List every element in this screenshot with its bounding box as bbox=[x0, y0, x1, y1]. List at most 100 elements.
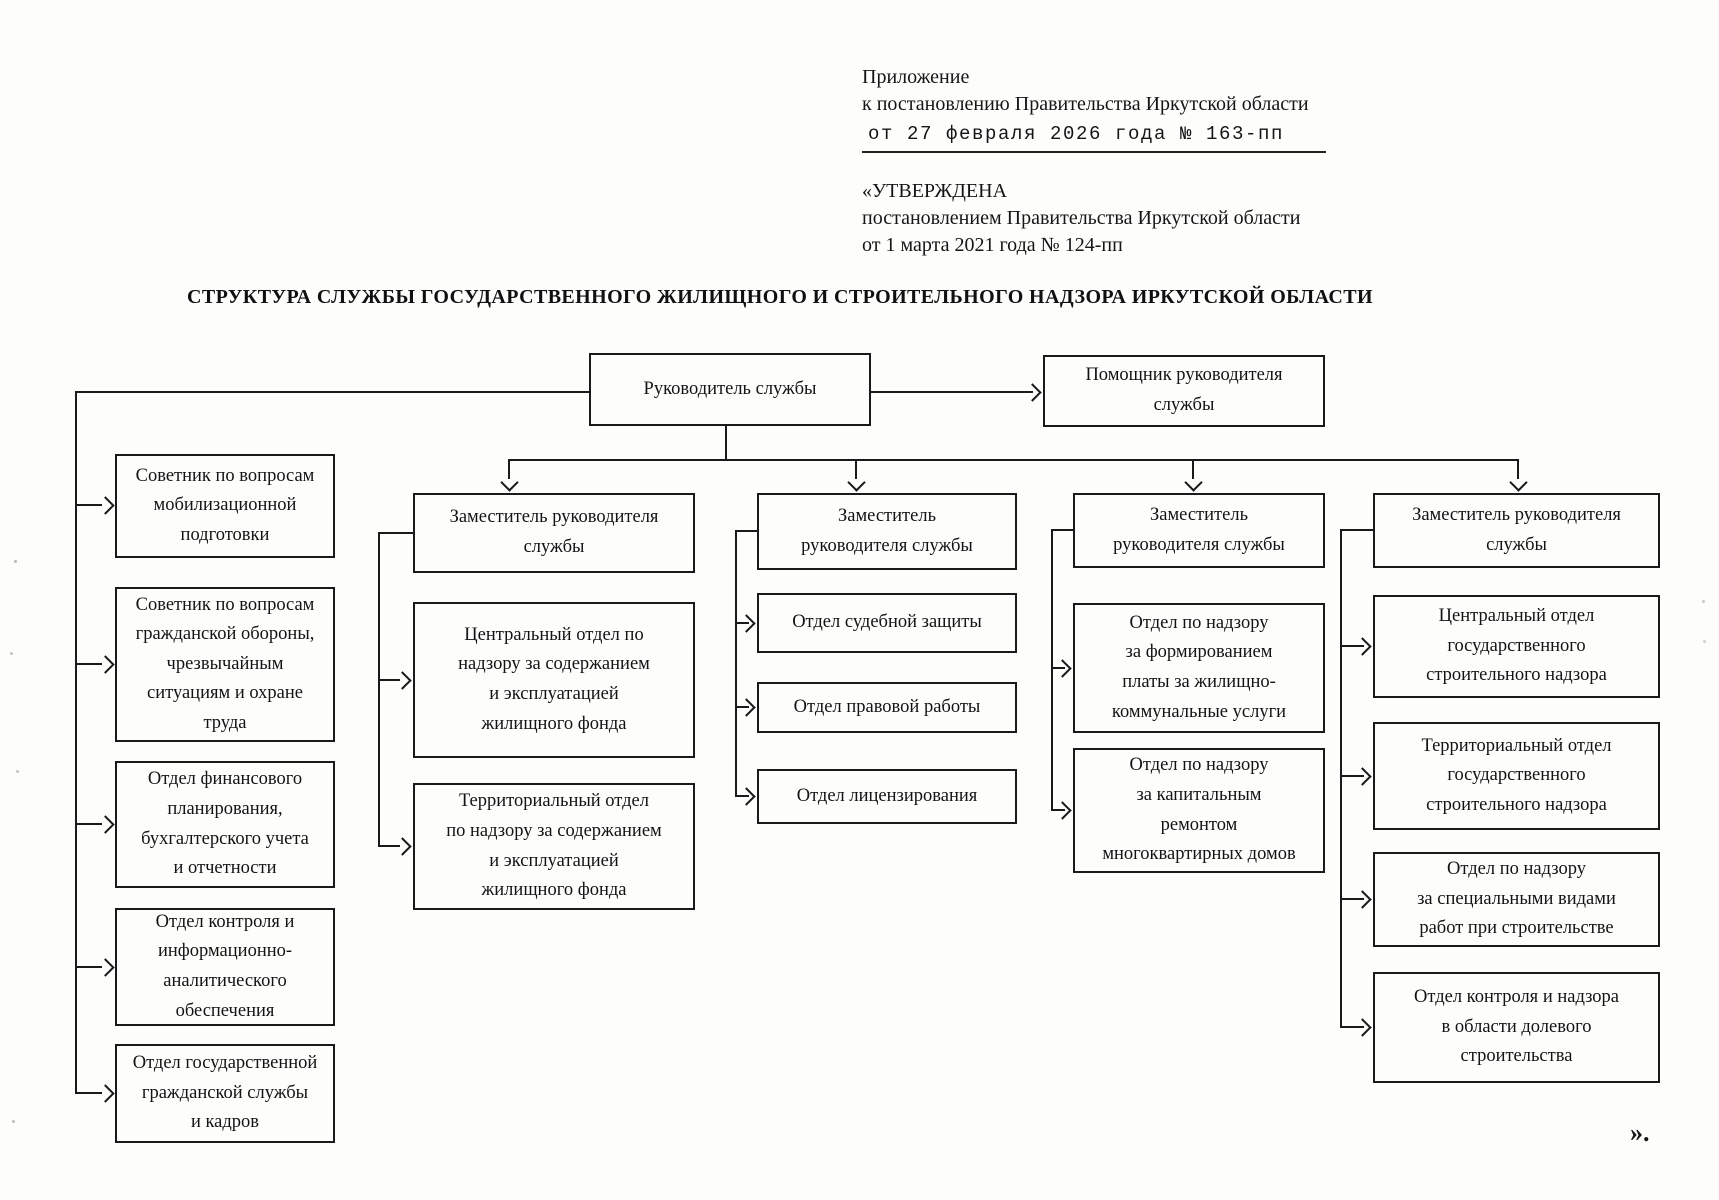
arrowhead-civil-service-hr-icon bbox=[96, 1084, 115, 1103]
arrowhead-territorial-housing-icon bbox=[393, 837, 412, 856]
box-label: Заместитель руководителя службы bbox=[1412, 504, 1621, 555]
box-label: Отдел финансового планирования, бухгалте… bbox=[141, 769, 309, 879]
box-dept-financial-planning: Отдел финансового планирования, бухгалте… bbox=[115, 761, 335, 888]
box-dept-housing-utility-fees-supervision: Отдел по надзору за формированием платы … bbox=[1073, 603, 1325, 733]
box-label: Отдел контроля и информационно- аналитич… bbox=[155, 911, 295, 1021]
connector-head-drop bbox=[725, 426, 727, 461]
box-dept-central-construction-supervision: Центральный отдел государственного строи… bbox=[1373, 595, 1660, 698]
connector-deputy-1-trunk bbox=[378, 532, 380, 847]
box-label: Отдел по надзору за специальными видами … bbox=[1417, 859, 1616, 939]
connector-deputy-4-dept-4 bbox=[1342, 1026, 1364, 1028]
connector-deputy-2-elbow bbox=[735, 530, 757, 532]
connector-branch-financial-planning bbox=[76, 823, 102, 825]
connector-deputy-4-elbow bbox=[1340, 529, 1373, 531]
box-dept-central-housing-supervision: Центральный отдел по надзору за содержан… bbox=[413, 602, 695, 758]
connector-drop-deputy-4 bbox=[1517, 461, 1519, 479]
box-deputy-2: Заместитель руководителя службы bbox=[757, 493, 1017, 570]
connector-deputy-4-dept-2 bbox=[1342, 775, 1364, 777]
box-label: Отдел по надзору за капитальным ремонтом… bbox=[1102, 755, 1296, 865]
box-label: Заместитель руководителя службы bbox=[1113, 504, 1285, 555]
box-label: Территориальный отдел государственного с… bbox=[1421, 735, 1612, 815]
arrowhead-central-housing-icon bbox=[393, 671, 412, 690]
arrowhead-deputy-2-icon bbox=[847, 473, 866, 492]
connector-deputy-2-dept-2 bbox=[737, 706, 749, 708]
box-label: Заместитель руководителя службы bbox=[449, 507, 659, 557]
arrowhead-deputy-3-icon bbox=[1184, 473, 1203, 492]
box-deputy-1: Заместитель руководителя службы bbox=[413, 493, 695, 573]
arrowhead-central-construction-icon bbox=[1353, 637, 1372, 656]
box-dept-shared-construction-control: Отдел контроля и надзора в области долев… bbox=[1373, 972, 1660, 1083]
box-dept-capital-repair-supervision: Отдел по надзору за капитальным ремонтом… bbox=[1073, 748, 1325, 873]
connector-drop-deputy-3 bbox=[1192, 461, 1194, 479]
box-dept-judicial-defense: Отдел судебной защиты bbox=[757, 593, 1017, 653]
connector-deputy-3-dept-1 bbox=[1053, 667, 1065, 669]
box-label: Территориальный отдел по надзору за соде… bbox=[446, 791, 662, 901]
box-label: Отдел по надзору за формированием платы … bbox=[1111, 612, 1287, 722]
box-dept-territorial-housing-supervision: Территориальный отдел по надзору за соде… bbox=[413, 783, 695, 910]
box-label: Отдел контроля и надзора в области долев… bbox=[1414, 987, 1619, 1067]
connector-branch-advisor-civil-defense bbox=[76, 663, 102, 665]
approval-line: постановлением Правительства Иркутской о… bbox=[862, 207, 1301, 229]
arrowhead-shared-construction-icon bbox=[1353, 1018, 1372, 1037]
connector-deputy-1-dept-1 bbox=[380, 679, 400, 681]
arrowhead-advisor-mobilization-icon bbox=[96, 496, 115, 515]
box-label: Руководитель службы bbox=[643, 378, 817, 399]
box-dept-control-analytics: Отдел контроля и информационно- аналитич… bbox=[115, 908, 335, 1026]
box-label: Отдел государственной гражданской службы… bbox=[132, 1053, 318, 1133]
box-deputy-4: Заместитель руководителя службы bbox=[1373, 493, 1660, 568]
box-label: Помощник руководителя службы bbox=[1085, 365, 1283, 415]
connector-deputy-3-trunk bbox=[1051, 529, 1053, 811]
box-advisor-mobilization: Советник по вопросам мобилизационной под… bbox=[115, 454, 335, 558]
arrowhead-utility-fees-icon bbox=[1053, 659, 1072, 678]
typed-date-line: от 27 февраля 2026 года № 163-пп bbox=[862, 119, 1327, 153]
box-dept-civil-service-hr: Отдел государственной гражданской службы… bbox=[115, 1044, 335, 1143]
connector-deputy-4-dept-1 bbox=[1342, 645, 1364, 647]
connector-head-to-assistant bbox=[871, 391, 1033, 393]
arrowhead-deputy-1-icon bbox=[500, 473, 519, 492]
box-label: Отдел правовой работы bbox=[793, 696, 981, 717]
box-service-head-assistant: Помощник руководителя службы bbox=[1043, 355, 1325, 427]
arrowhead-deputy-4-icon bbox=[1509, 473, 1528, 492]
box-dept-licensing: Отдел лицензирования bbox=[757, 769, 1017, 824]
approval-line: от 1 марта 2021 года № 124-пп bbox=[862, 234, 1123, 256]
arrowhead-judicial-defense-icon bbox=[737, 614, 756, 633]
box-dept-legal-work: Отдел правовой работы bbox=[757, 682, 1017, 733]
appendix-line: Приложение bbox=[862, 66, 970, 88]
connector-drop-deputy-2 bbox=[855, 461, 857, 479]
box-dept-special-works-supervision: Отдел по надзору за специальными видами … bbox=[1373, 852, 1660, 947]
arrowhead-special-works-icon bbox=[1353, 890, 1372, 909]
connector-branch-civil-service-hr bbox=[76, 1092, 102, 1094]
arrowhead-advisor-civil-defense-icon bbox=[96, 655, 115, 674]
connector-deputy-3-elbow bbox=[1051, 529, 1073, 531]
scan-noise bbox=[14, 560, 17, 563]
connector-deputy-4-dept-3 bbox=[1342, 898, 1364, 900]
connector-deputies-bus bbox=[508, 459, 1519, 461]
connector-deputy-2-dept-3 bbox=[737, 795, 749, 797]
connector-branch-control-analytics bbox=[76, 966, 102, 968]
box-service-head: Руководитель службы bbox=[589, 353, 871, 426]
connector-deputy-3-dept-2 bbox=[1053, 809, 1065, 811]
arrowhead-legal-work-icon bbox=[737, 698, 756, 717]
appendix-header: Приложение к постановлению Правительства… bbox=[862, 64, 1327, 259]
box-label: Центральный отдел государственного строи… bbox=[1426, 606, 1607, 686]
appendix-line: к постановлению Правительства Иркутской … bbox=[862, 93, 1309, 115]
box-deputy-3: Заместитель руководителя службы bbox=[1073, 493, 1325, 568]
connector-deputy-1-dept-2 bbox=[380, 845, 400, 847]
box-advisor-civil-defense: Советник по вопросам гражданской обороны… bbox=[115, 587, 335, 742]
box-label: Отдел судебной защиты bbox=[792, 612, 982, 633]
connector-deputy-1-elbow bbox=[378, 532, 413, 534]
connector-head-to-left-trunk bbox=[75, 391, 591, 393]
arrowhead-assistant-icon bbox=[1023, 383, 1042, 402]
connector-left-trunk bbox=[75, 391, 77, 1094]
connector-deputy-4-trunk bbox=[1340, 529, 1342, 1028]
closing-quote-mark: ». bbox=[1630, 1118, 1650, 1147]
box-label: Советник по вопросам гражданской обороны… bbox=[135, 594, 315, 733]
box-label: Отдел лицензирования bbox=[796, 785, 978, 806]
approval-block: «УТВЕРЖДЕНА постановлением Правительства… bbox=[862, 178, 1326, 259]
arrowhead-capital-repair-icon bbox=[1053, 801, 1072, 820]
connector-deputy-2-dept-1 bbox=[737, 622, 749, 624]
connector-drop-deputy-1 bbox=[508, 461, 510, 479]
arrowhead-territorial-construction-icon bbox=[1353, 767, 1372, 786]
arrowhead-financial-planning-icon bbox=[96, 815, 115, 834]
